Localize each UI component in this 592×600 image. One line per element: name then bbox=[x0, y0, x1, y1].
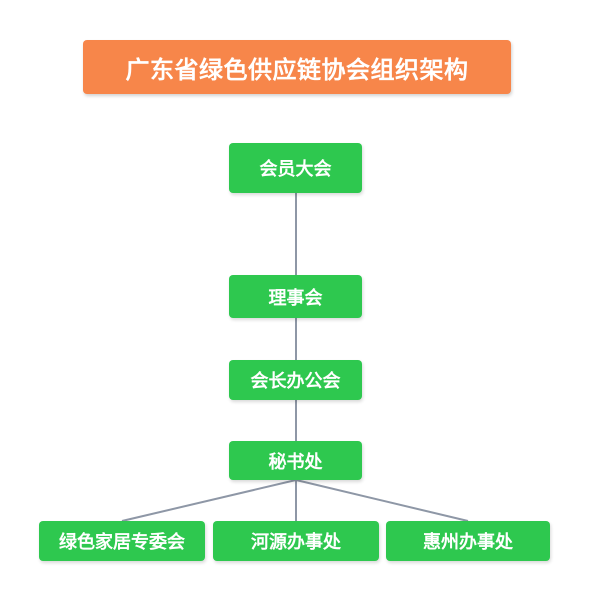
connector-secretariat-to-committee bbox=[121, 479, 297, 522]
node-secretariat: 秘书处 bbox=[229, 441, 362, 480]
node-presidents-office: 会长办公会 bbox=[229, 360, 362, 400]
chart-title: 广东省绿色供应链协会组织架构 bbox=[83, 40, 511, 94]
node-members-assembly: 会员大会 bbox=[229, 143, 362, 193]
node-green-home-committee: 绿色家居专委会 bbox=[39, 521, 205, 561]
node-heyuan-office: 河源办事处 bbox=[213, 521, 379, 561]
connector-secretariat-to-huizhou bbox=[295, 479, 469, 522]
node-council: 理事会 bbox=[229, 275, 362, 318]
node-huizhou-office: 惠州办事处 bbox=[386, 521, 550, 561]
